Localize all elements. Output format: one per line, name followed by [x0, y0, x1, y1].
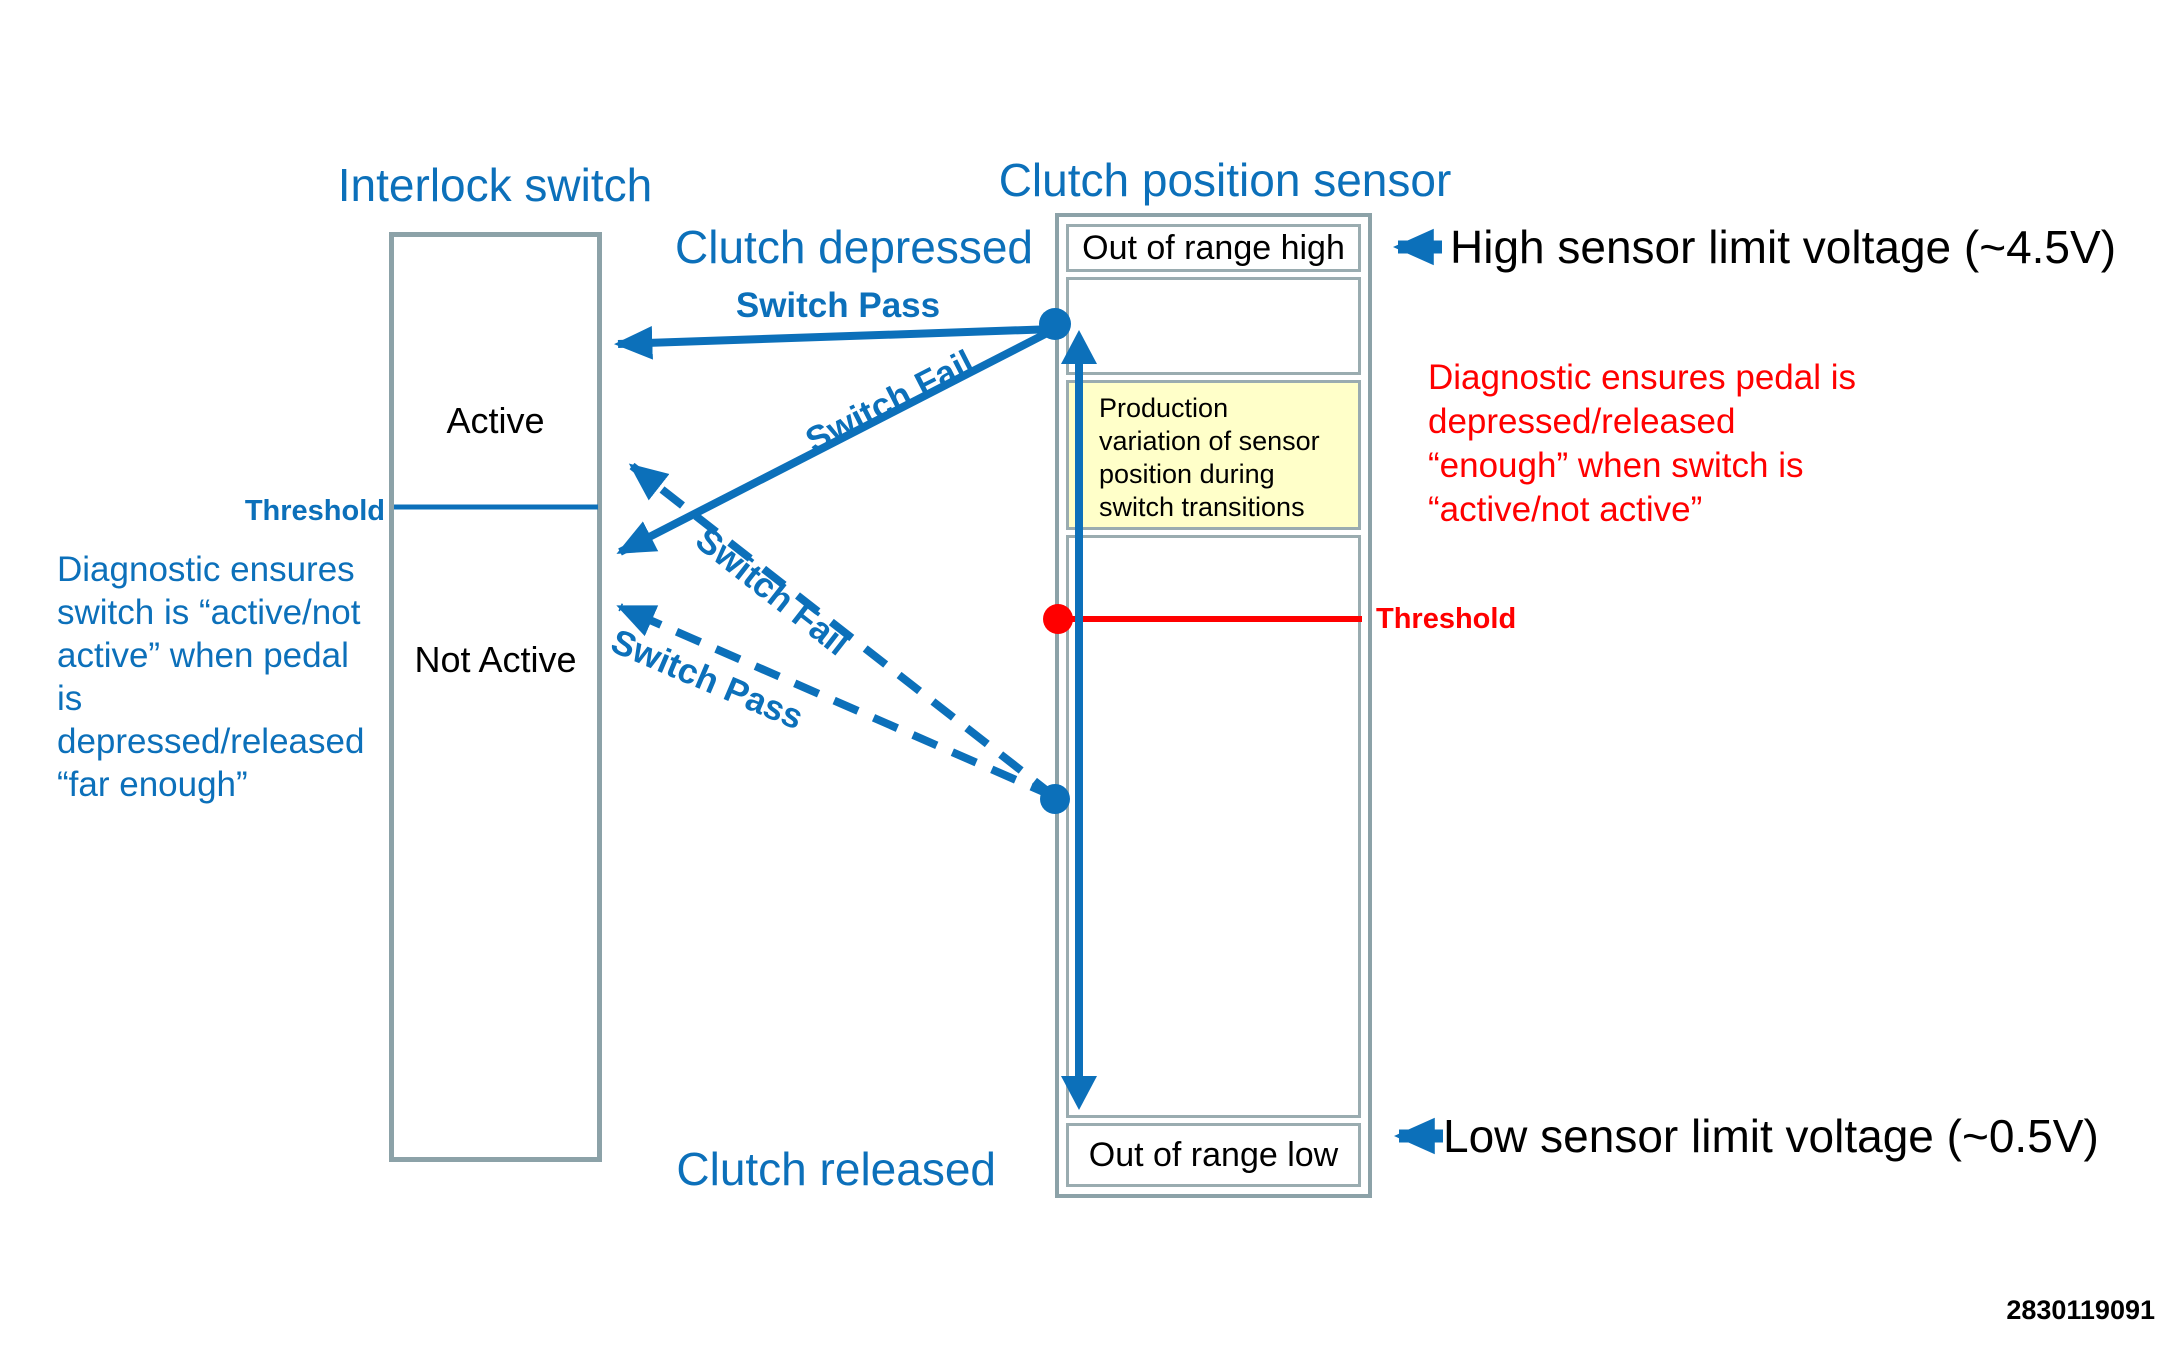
clutch-position-sensor-title: Clutch position sensor	[998, 154, 1452, 206]
interlock-threshold-label: Threshold	[244, 495, 385, 527]
out-of-range-high-cell: Out of range high	[1066, 224, 1361, 272]
clutch-position-sensor-box: Out of range high Out of range low	[1055, 213, 1372, 1198]
low-sensor-limit-label: Low sensor limit voltage (~0.5V)	[1443, 1110, 2099, 1162]
switch-fail-solid-label: Switch Fail	[799, 342, 981, 461]
switch-pass-dashed-label: Switch Pass	[605, 621, 809, 738]
switch-diagnostic-note: Diagnostic ensures switch is “active/not…	[57, 550, 365, 804]
pedal-diagnostic-note: Diagnostic ensures pedal is depressed/re…	[1428, 358, 1857, 529]
not-active-region-label: Not Active	[414, 639, 577, 680]
clutch-released-label: Clutch released	[676, 1143, 996, 1195]
main-range-cell	[1066, 535, 1361, 1118]
clutch-depressed-label: Clutch depressed	[675, 221, 1033, 273]
upper-transition-cell	[1066, 277, 1361, 375]
active-region-label: Active	[446, 400, 545, 441]
production-variation-cell	[1066, 380, 1361, 530]
doc-number: 2830119091	[2006, 1295, 2155, 1325]
interlock-switch-title: Interlock switch	[337, 159, 653, 211]
sensor-threshold-label: Threshold	[1376, 603, 1517, 635]
interlock-switch-box	[389, 232, 602, 1162]
out-of-range-low-cell: Out of range low	[1066, 1123, 1361, 1187]
switch-pass-solid-label: Switch Pass	[735, 286, 941, 325]
high-sensor-limit-label: High sensor limit voltage (~4.5V)	[1450, 221, 2117, 273]
production-variation-note: Production variation of sensor position …	[1099, 393, 1320, 522]
